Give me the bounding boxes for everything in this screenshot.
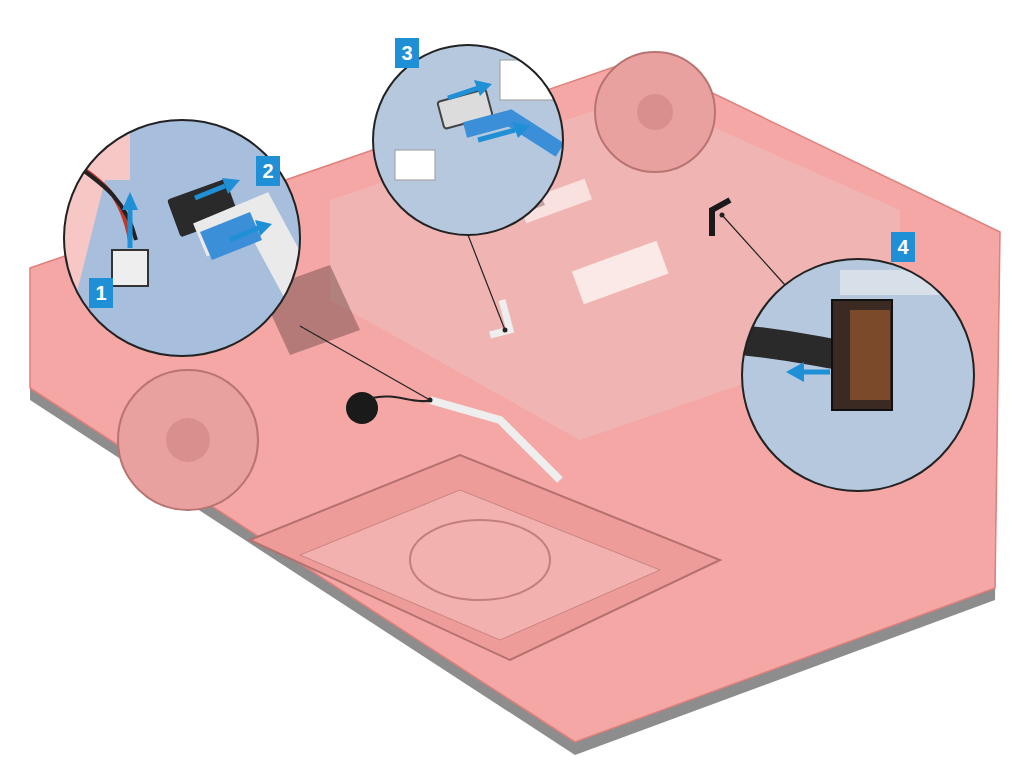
arrow-cable [478,130,515,140]
battery-cable [372,396,432,401]
leader-line [468,235,505,330]
flat-cable [430,400,560,480]
leader-line [722,215,785,285]
fan-hub [637,94,673,130]
callout-number: 1 [89,278,113,308]
cable-tab [200,212,262,260]
hard-drive [250,455,720,660]
arrowhead [122,192,138,210]
magnifier-ring [742,259,974,491]
power-cable-closeup [740,340,840,355]
callout-text: 4 [897,236,908,259]
leader-line [300,326,430,400]
leader-dot [428,398,433,403]
arrowhead [512,122,530,138]
pin-row [840,270,940,295]
right-fan [595,52,715,172]
left-fan [118,370,258,510]
callout-text: 3 [401,42,412,65]
fan-hub [166,418,210,462]
hard-drive-platter [410,520,550,600]
leader-dot [503,328,508,333]
magnifier-ring [373,45,563,235]
arrowhead [222,178,240,194]
arrow-cable [230,228,258,240]
arrow-latch [195,186,225,198]
arrow-latch [448,88,478,98]
power-connector [832,300,892,410]
cable-closeup [465,118,560,150]
connector-face [850,310,890,400]
callout-number: 4 [891,232,915,262]
battery-connector [112,250,148,286]
arrowhead [255,220,272,236]
callout-number: 2 [256,156,280,186]
arrow-up [128,205,133,248]
power-cable [712,200,730,236]
connector-closeup [395,150,435,180]
chassis-closeup [60,120,130,180]
arrowhead [786,362,804,382]
leader-dot [720,213,725,218]
callout-number: 3 [395,38,419,68]
arrow-pull [800,370,830,375]
callout-text: 2 [262,160,273,183]
board-closeup [370,40,570,240]
board-label [572,241,669,305]
magnifier-ring [64,120,300,356]
red-wire [70,160,130,240]
hard-drive-cover [300,490,660,640]
arrowhead [474,80,492,96]
board-closeup [740,255,980,495]
callout-text: 1 [95,282,106,305]
